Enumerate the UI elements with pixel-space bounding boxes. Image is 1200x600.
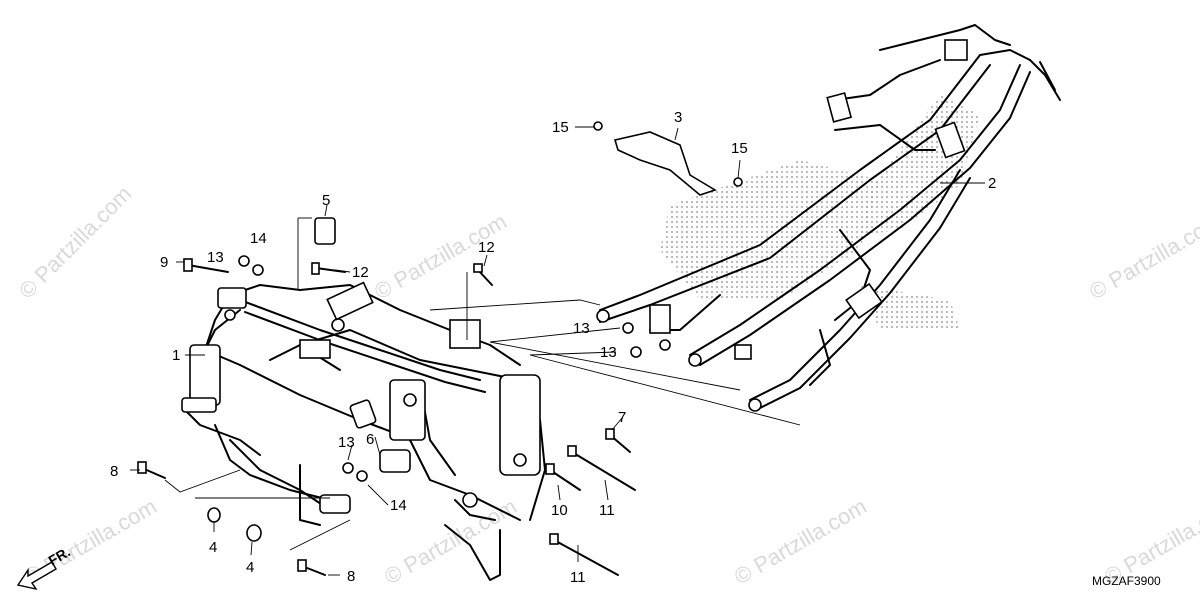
leader-lines [130,126,985,576]
callout-11-b: 11 [570,569,586,586]
front-arrow-icon [16,561,57,591]
callouts: 1 2 3 4 4 5 6 7 8 8 9 10 11 11 12 12 13 … [110,109,996,586]
rear-frame [596,24,1061,412]
watermark-left-vertical: © Partzilla.com [14,181,137,304]
callout-3: 3 [674,109,682,126]
callout-11-a: 11 [599,502,615,519]
callout-13-c: 13 [573,320,590,337]
main-frame [181,281,546,581]
callout-15-b: 15 [731,140,748,157]
callout-13-a: 13 [207,249,224,266]
callout-1: 1 [172,347,180,364]
callout-4-b: 4 [246,559,254,576]
callout-14-b: 14 [390,497,407,514]
rear-frame-shading [660,95,980,330]
watermark-center: © Partzilla.com [370,209,511,305]
callout-14-a: 14 [250,230,267,247]
fasteners [137,121,743,576]
callout-8-b: 8 [347,568,355,585]
callout-6: 6 [366,431,374,448]
callout-12-a: 12 [478,239,495,256]
callout-13-d: 13 [600,344,617,361]
watermark-bottom-right: © Partzilla.com [730,494,871,590]
callout-15-a: 15 [552,119,569,136]
callout-13-b: 13 [338,434,355,451]
callout-8-a: 8 [110,463,118,480]
callout-10: 10 [551,502,568,519]
drawing-code: MGZAF3900 [1092,574,1161,588]
callout-4-a: 4 [209,539,217,556]
callout-12-b: 12 [352,264,369,281]
watermark-right: © Partzilla.com [1085,209,1200,305]
callout-7: 7 [618,409,626,426]
callout-5: 5 [322,192,330,209]
callout-2: 2 [988,175,996,192]
callout-9: 9 [160,254,168,271]
